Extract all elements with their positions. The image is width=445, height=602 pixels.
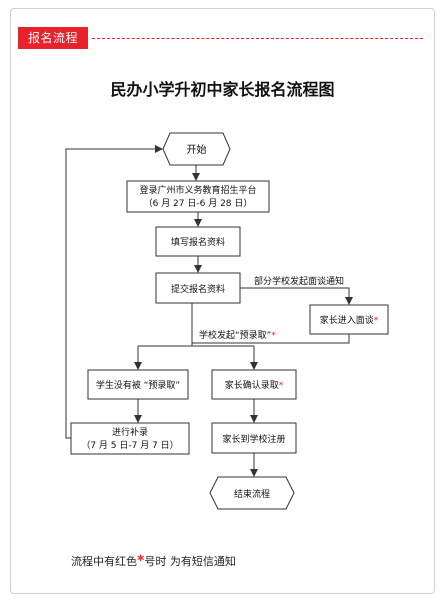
login-label-1: 登录广州市义务教育招生平台 [139,184,256,196]
fill-box [155,226,241,257]
section-divider [92,38,423,39]
start-label: 开始 [187,143,207,156]
footnote: 流程中有红色*号时 为有短信通知 [71,553,236,569]
not-admitted-label: 学生没有被 “预录取” [96,379,180,391]
supplement-label-1: 进行补录 [112,426,148,438]
end-terminal [209,476,295,510]
edge-supplement-loop [65,145,163,439]
edge-submit-interview [240,287,353,305]
login-label-2: （6 月 27 日-6 月 28 日） [144,198,253,209]
supplement-box [70,422,190,455]
edge-label-pre-admission: 学校发起“预录取”* [199,329,276,341]
footnote-star: * [137,553,145,569]
interview-box [309,304,389,335]
section-tag: 报名流程 [18,27,88,49]
footnote-after: 号时 为有短信通知 [144,555,236,568]
fill-label: 填写报名资料 [171,236,225,248]
confirm-box [211,369,297,400]
supplement-label-2: （7 月 5 日-7 月 7 日） [81,440,178,451]
not-admitted-box [87,369,189,400]
footnote-before: 流程中有红色 [71,555,137,568]
register-label: 家长到学校注册 [222,433,285,445]
submit-label: 提交报名资料 [171,283,225,295]
edge-label-interview-notice: 部分学校发起面谈通知 [254,275,344,287]
end-label: 结束流程 [234,488,270,500]
edge-interview-merge [192,334,350,344]
start-terminal [162,132,231,166]
confirm-label: 家长确认录取* [225,379,284,391]
interview-label: 家长进入面谈* [320,314,379,326]
page-title: 民办小学升初中家长报名流程图 [110,80,335,99]
